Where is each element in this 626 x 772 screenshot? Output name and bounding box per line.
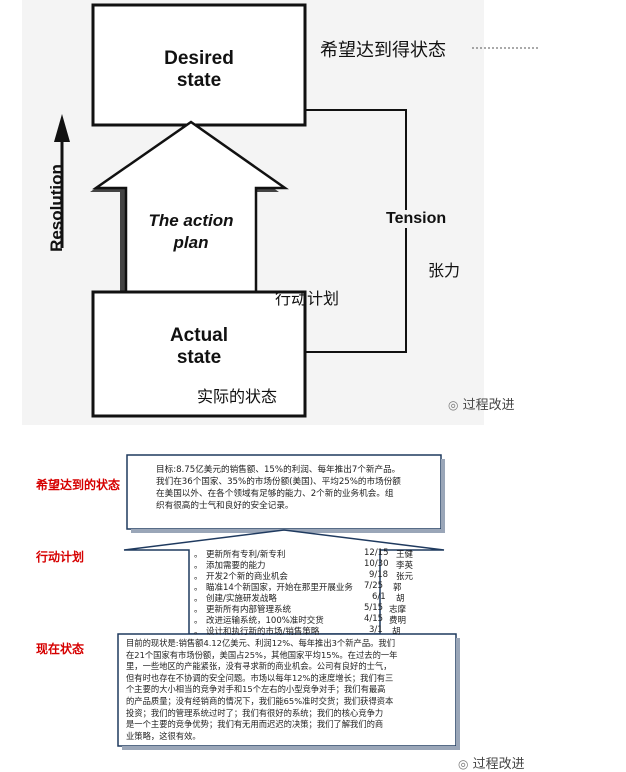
plan-item-date: 7/25 (364, 581, 384, 591)
plan-arrow-shape (123, 529, 445, 635)
plan-item-date: 6/1 (372, 592, 386, 602)
bullet-icon: 。 (194, 605, 203, 615)
bullet-icon: 。 (194, 627, 203, 637)
actual-state-box (91, 290, 307, 418)
actual-state-line2: state (176, 347, 222, 368)
desired-state-box (91, 3, 307, 127)
label-plan: 行动计划 (36, 550, 85, 564)
plan-item-owner: 胡 (392, 627, 401, 637)
action-plan-line2: plan (173, 233, 209, 252)
plan-item-text: 改进运输系统，100%准时交货 (206, 616, 324, 626)
current-line: 业策略，这很有效。 (126, 730, 201, 741)
current-line: 但有时也存在不协调的安全问题。市场以每年12%的速度增长；我们有三 (126, 672, 394, 683)
bullet-icon: 。 (194, 572, 203, 582)
plan-item-date: 10/30 (364, 559, 389, 569)
plan-item-owner: 费明 (389, 616, 407, 626)
watermark-bottom: ◎ 过程改进 (458, 753, 525, 772)
desired-state-line2: state (176, 70, 222, 91)
wechat-icon: ◎ (458, 757, 469, 771)
plan-item-owner: 李英 (396, 561, 414, 571)
bullet-icon: 。 (194, 616, 203, 626)
desired-line: 目标:8.75亿美元的销售额、15%的利润、每年推出7个新产品。 (156, 465, 401, 475)
wechat-icon: ◎ (448, 398, 459, 412)
current-line: 的产品质量；没有经销商的情况下，我们能65%准时交货；我们获得资本 (126, 695, 394, 706)
plan-item-owner: 胡 (396, 594, 405, 604)
plan-item-date: 12/15 (364, 548, 389, 558)
current-box-shadow (456, 638, 460, 750)
desired-state-cn-label: 希望达到得状态 (320, 40, 446, 61)
actual-state-cn-label: 实际的状态 (197, 387, 278, 406)
current-line: 投资；我们的管理系统过时了；我们有很好的系统；我们的核心竞争力 (126, 707, 384, 718)
watermark-top-text: 过程改进 (462, 398, 515, 413)
label-desired: 希望达到的状态 (36, 478, 121, 492)
plan-item-text: 添加需要的能力 (206, 561, 266, 571)
plan-item-owner: 郭 (393, 583, 402, 593)
action-plan-arrow (92, 120, 289, 294)
current-line: 是一个主要的竞争优势；我们有无用而迟迟的决策；我们了解我们的商 (126, 719, 384, 730)
resolution-arrow-head (54, 114, 70, 142)
actual-state-label: Actual state (93, 325, 305, 369)
current-line: 里，一些地区的产能紧张，没有寻求新的商业机会。公司有良好的士气， (126, 661, 392, 672)
desired-line: 织有很高的士气和良好的安全记录。 (156, 501, 294, 511)
plan-item-date: 4/15 (364, 614, 384, 624)
plan-item-text: 开发2个新的商业机会 (206, 572, 288, 582)
action-plan-cn-label: 行动计划 (275, 289, 340, 308)
desired-text-block: 目标:8.75亿美元的销售额、15%的利润、每年推出7个新产品。 我们在36个国… (156, 464, 436, 512)
bullet-icon: 。 (194, 583, 203, 593)
plan-item-text: 更新所有内部管理系统 (206, 605, 292, 615)
plan-item-owner: 张元 (396, 572, 414, 582)
current-line: 目前的现状是:销售额4.12亿美元、利润12%、每年推出3个新产品。我们 (126, 638, 396, 648)
plan-item-date: 9/18 (369, 570, 389, 580)
watermark-top: ◎ 过程改进 (448, 394, 515, 413)
current-text-block: 目前的现状是:销售额4.12亿美元、利润12%、每年推出3个新产品。我们 在21… (126, 638, 452, 742)
bullet-icon: 。 (194, 594, 203, 604)
bullet-icon: 。 (194, 550, 203, 560)
label-current: 现在状态 (36, 642, 85, 656)
tension-cn-label: 张力 (428, 261, 461, 280)
desired-line: 在美国以外、在各个领域有足够的能力、2个新的业务机会。组 (156, 489, 394, 499)
desired-state-label: Desired state (93, 48, 305, 92)
plan-list: 。 更新所有专利/新专利 12/15 王健 。 添加需要的能力 10/30 李英… (194, 548, 434, 637)
actual-state-line1: Actual (169, 325, 229, 346)
desired-box (126, 454, 442, 530)
plan-item-owner: 王健 (396, 550, 414, 560)
resolution-label: Resolution (47, 164, 66, 252)
plan-item-date: 3/1 (369, 625, 383, 635)
current-line: 在21个国家有市场份额，美国占25%，其他国家平均15%。在过去的一年 (126, 649, 398, 660)
desired-state-line1: Desired (164, 48, 234, 69)
plan-item-date: 5/15 (364, 603, 384, 613)
plan-item-text: 创建/实施研发战略 (206, 594, 277, 604)
bullet-icon: 。 (194, 561, 203, 571)
current-box-shadow-b (122, 746, 460, 750)
tension-loop-line (305, 109, 407, 353)
action-plan-label: The action plan (135, 210, 247, 254)
tension-label: Tension (384, 210, 449, 228)
watermark-bottom-text: 过程改进 (472, 757, 525, 772)
plan-item-owner: 志摩 (389, 605, 407, 615)
plan-item-text: 更新所有专利/新专利 (206, 550, 286, 560)
current-line: 个主要的大小相当的竞争对手和15个左右的小型竞争对手；我们有最高 (126, 684, 386, 695)
plan-item-text: 设计和执行新的市场/销售策略 (206, 627, 320, 637)
desired-box-shadow (441, 459, 445, 533)
action-plan-line1: The action (148, 211, 234, 230)
current-box (117, 633, 457, 747)
plan-item-text: 瞄准14个新国家，开始在那里开展业务 (206, 583, 353, 593)
desired-line: 我们在36个国家、35%的市场份额(美国)、平均25%的市场份额 (156, 477, 401, 487)
